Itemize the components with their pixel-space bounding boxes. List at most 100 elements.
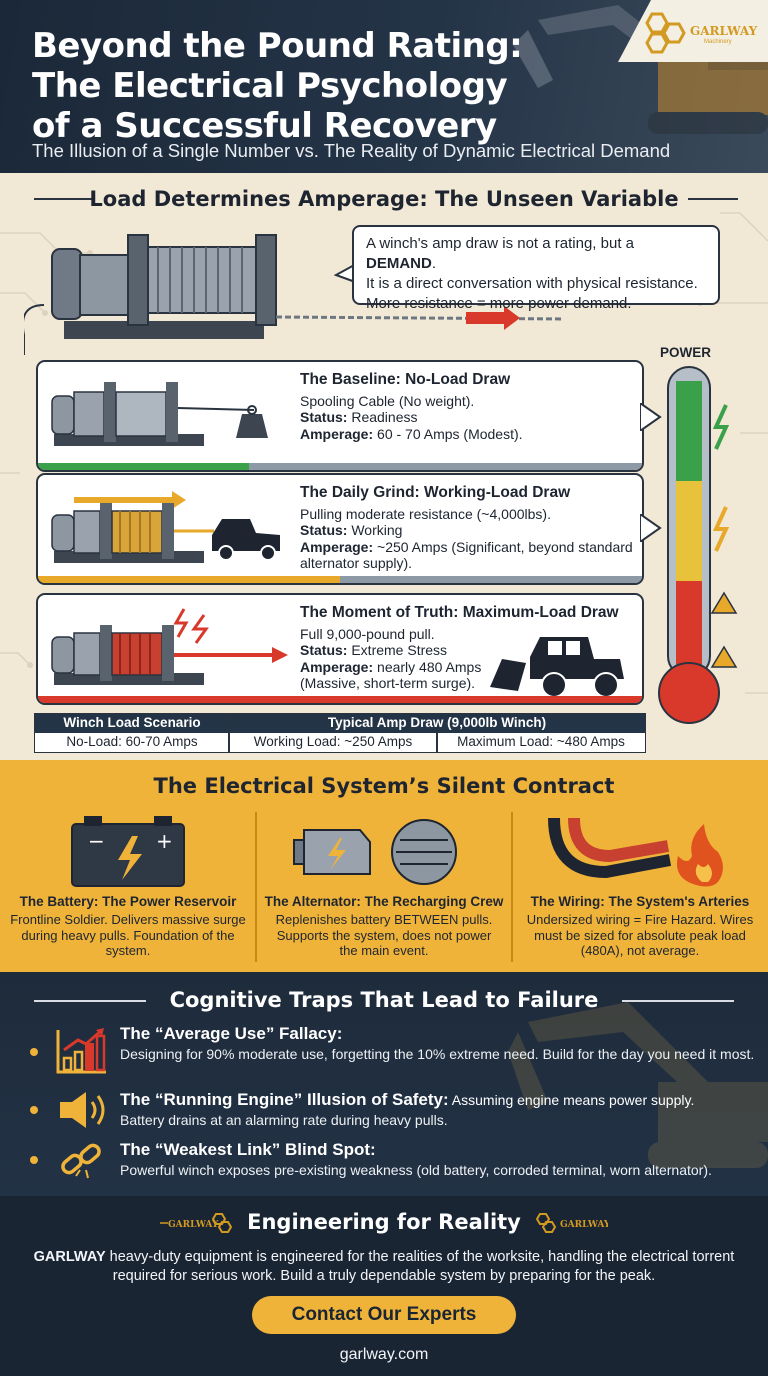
engineering-reality-section: GARLWAY Engineering for Reality GARLWAY … — [0, 1196, 768, 1376]
scenario-title: The Moment of Truth: Maximum-Load Draw — [300, 604, 619, 621]
column-divider — [511, 812, 513, 962]
status-value: Working — [347, 522, 403, 538]
amperage-value: 60 - 70 Amps (Modest). — [373, 425, 523, 442]
bullet-dot — [30, 1156, 38, 1164]
amperage-label: Amperage: — [300, 538, 374, 555]
table-cell-max-load: Maximum Load: ~480 Amps — [457, 734, 625, 749]
callout-line-1-emphasis: DEMAND — [366, 255, 432, 272]
load-level-fill — [38, 696, 642, 703]
power-thermometer — [658, 366, 738, 724]
trap-title: The “Running Engine” Illusion of Safety:… — [120, 1090, 760, 1110]
svg-text:−: − — [88, 829, 105, 853]
scenario-amperage: Amperage: ~250 Amps (Significant, beyond… — [300, 539, 640, 572]
load-amperage-section: Load Determines Amperage: The Unseen Var… — [0, 173, 768, 760]
load-level-bar — [38, 576, 642, 583]
scenario-status: Status: Extreme Stress — [300, 642, 640, 659]
scenario-status: Status: Readiness — [300, 409, 640, 426]
battery-icon: − + — [71, 816, 185, 887]
scenario-card-working-load: The Daily Grind: Working-Load Draw Pulli… — [36, 473, 644, 585]
scenario-working-load-text: The Daily Grind: Working-Load Draw Pulli… — [300, 484, 640, 572]
table-cell-working-load: Working Load: ~250 Amps — [253, 734, 413, 749]
trap-title-text: The “Average Use” Fallacy: — [120, 1024, 343, 1043]
table-cell-no-load: No-Load: 60-70 Amps — [66, 734, 198, 749]
svg-text:GARLWAY: GARLWAY — [168, 1220, 219, 1230]
garlway-mini-logo-left: GARLWAY — [160, 1213, 232, 1233]
table-header: Winch Load Scenario Typical Amp Draw (9,… — [35, 714, 645, 733]
rising-bar-chart-icon — [56, 1028, 106, 1074]
component-desc: Frontline Soldier. Delivers massive surg… — [10, 912, 246, 958]
winch-illustration — [24, 234, 564, 355]
silent-contract-section: The Electrical System’s Silent Contract … — [0, 760, 768, 972]
scenario-title: The Baseline: No-Load Draw — [300, 371, 511, 388]
hexagon-logo-icon — [645, 12, 686, 54]
wiring-fire-icon — [548, 817, 723, 887]
status-label: Status: — [300, 409, 348, 425]
scenario-card-no-load: The Baseline: No-Load Draw Spooling Cabl… — [36, 360, 644, 472]
trap-desc: Designing for 90% moderate use, forgetti… — [120, 1046, 755, 1062]
component-alternator: The Alternator: The Recharging Crew Repl… — [256, 800, 512, 970]
page-title: Beyond the Pound Rating: The Electrical … — [32, 26, 592, 146]
column-divider — [255, 812, 257, 962]
page-subtitle: The Illusion of a Single Number vs. The … — [32, 140, 671, 161]
title-rule-left — [34, 198, 92, 200]
title-line-2: The Electrical Psychology — [32, 66, 508, 106]
trap-title: The “Weakest Link” Blind Spot: — [120, 1140, 760, 1160]
scenario-desc: Spooling Cable (No weight). — [300, 392, 475, 409]
svg-text:GARLWAY: GARLWAY — [560, 1220, 608, 1230]
trap-title-inline-desc: Assuming engine means power supply. — [448, 1092, 695, 1108]
title-rule-left — [34, 1000, 146, 1002]
section-title-engineering: Engineering for Reality — [247, 1210, 521, 1234]
cognitive-traps-section: Cognitive Traps That Lead to Failure The… — [0, 972, 768, 1196]
scenario-pointer — [640, 514, 662, 542]
amp-demand-callout: A winch's amp draw is not a rating, but … — [352, 225, 720, 312]
callout-line-1-end: . — [431, 255, 437, 272]
scenario-max-load-text: The Moment of Truth: Maximum-Load Draw F… — [300, 604, 640, 692]
scenario-no-load-text: The Baseline: No-Load Draw Spooling Cabl… — [300, 371, 640, 442]
trap-title-text: The “Running Engine” Illusion of Safety: — [120, 1090, 449, 1109]
title-line-1: Beyond the Pound Rating: — [32, 26, 523, 66]
table-header-amp-draw: Typical Amp Draw (9,000lb Winch) — [327, 715, 547, 730]
logo-subtext: Machinery — [704, 39, 732, 45]
scenario-title: The Daily Grind: Working-Load Draw — [300, 484, 571, 501]
callout-line-1-text: A winch's amp draw is not a rating, but … — [366, 235, 635, 252]
website-link[interactable]: garlway.com — [339, 1346, 429, 1363]
garlway-mini-logo-right: GARLWAY — [536, 1213, 608, 1233]
component-battery: − + The Battery: The Power Reservoir Fro… — [0, 800, 256, 970]
component-desc: Undersized wiring = Fire Hazard. Wires m… — [526, 912, 754, 958]
brand-name: GARLWAY — [33, 1249, 106, 1265]
contact-experts-button[interactable]: Contact Our Experts — [252, 1296, 516, 1334]
load-level-fill — [38, 576, 340, 583]
alternator-icon — [293, 819, 457, 885]
amperage-label: Amperage: — [300, 658, 374, 675]
trap-item-average-use: The “Average Use” Fallacy: Designing for… — [30, 1024, 754, 1080]
amperage-value: nearly 480 Amps (Massive, short-term sur… — [300, 658, 482, 692]
title-rule-right — [688, 198, 738, 200]
table-header-scenario: Winch Load Scenario — [63, 715, 201, 730]
no-load-winch-icon — [51, 382, 268, 446]
component-wiring: The Wiring: The System's Arteries Unders… — [512, 800, 768, 970]
working-load-winch-icon — [51, 491, 280, 563]
load-level-bar — [38, 463, 642, 470]
callout-line-2: It is a direct conversation with physica… — [366, 275, 698, 292]
svg-text:+: + — [156, 829, 173, 853]
component-title: The Alternator: The Recharging Crew — [264, 894, 504, 909]
table-row: No-Load: 60-70 Amps Working Load: ~250 A… — [35, 733, 645, 752]
scenario-pointer — [640, 403, 662, 431]
bullet-dot — [30, 1106, 38, 1114]
section-title-load: Load Determines Amperage: The Unseen Var… — [89, 187, 679, 211]
load-level-fill — [38, 463, 250, 470]
header: GARLWAY Machinery Beyond the Pound Ratin… — [0, 0, 768, 173]
bullet-dot — [30, 1048, 38, 1056]
status-label: Status: — [300, 522, 348, 538]
amperage-label: Amperage: — [300, 425, 374, 442]
excavator-background-decoration — [508, 1002, 768, 1168]
trap-desc: Battery drains at an alarming rate durin… — [120, 1112, 448, 1128]
trap-title-text: The “Weakest Link” Blind Spot: — [120, 1140, 376, 1159]
speaker-icon — [60, 1092, 105, 1128]
trap-title: The “Average Use” Fallacy: — [120, 1024, 760, 1044]
trap-item-running-engine: The “Running Engine” Illusion of Safety:… — [30, 1090, 750, 1134]
callout-line-3: More resistance = more power demand. — [366, 295, 632, 312]
max-load-winch-icon — [51, 608, 288, 685]
logo-text: GARLWAY — [690, 24, 758, 38]
